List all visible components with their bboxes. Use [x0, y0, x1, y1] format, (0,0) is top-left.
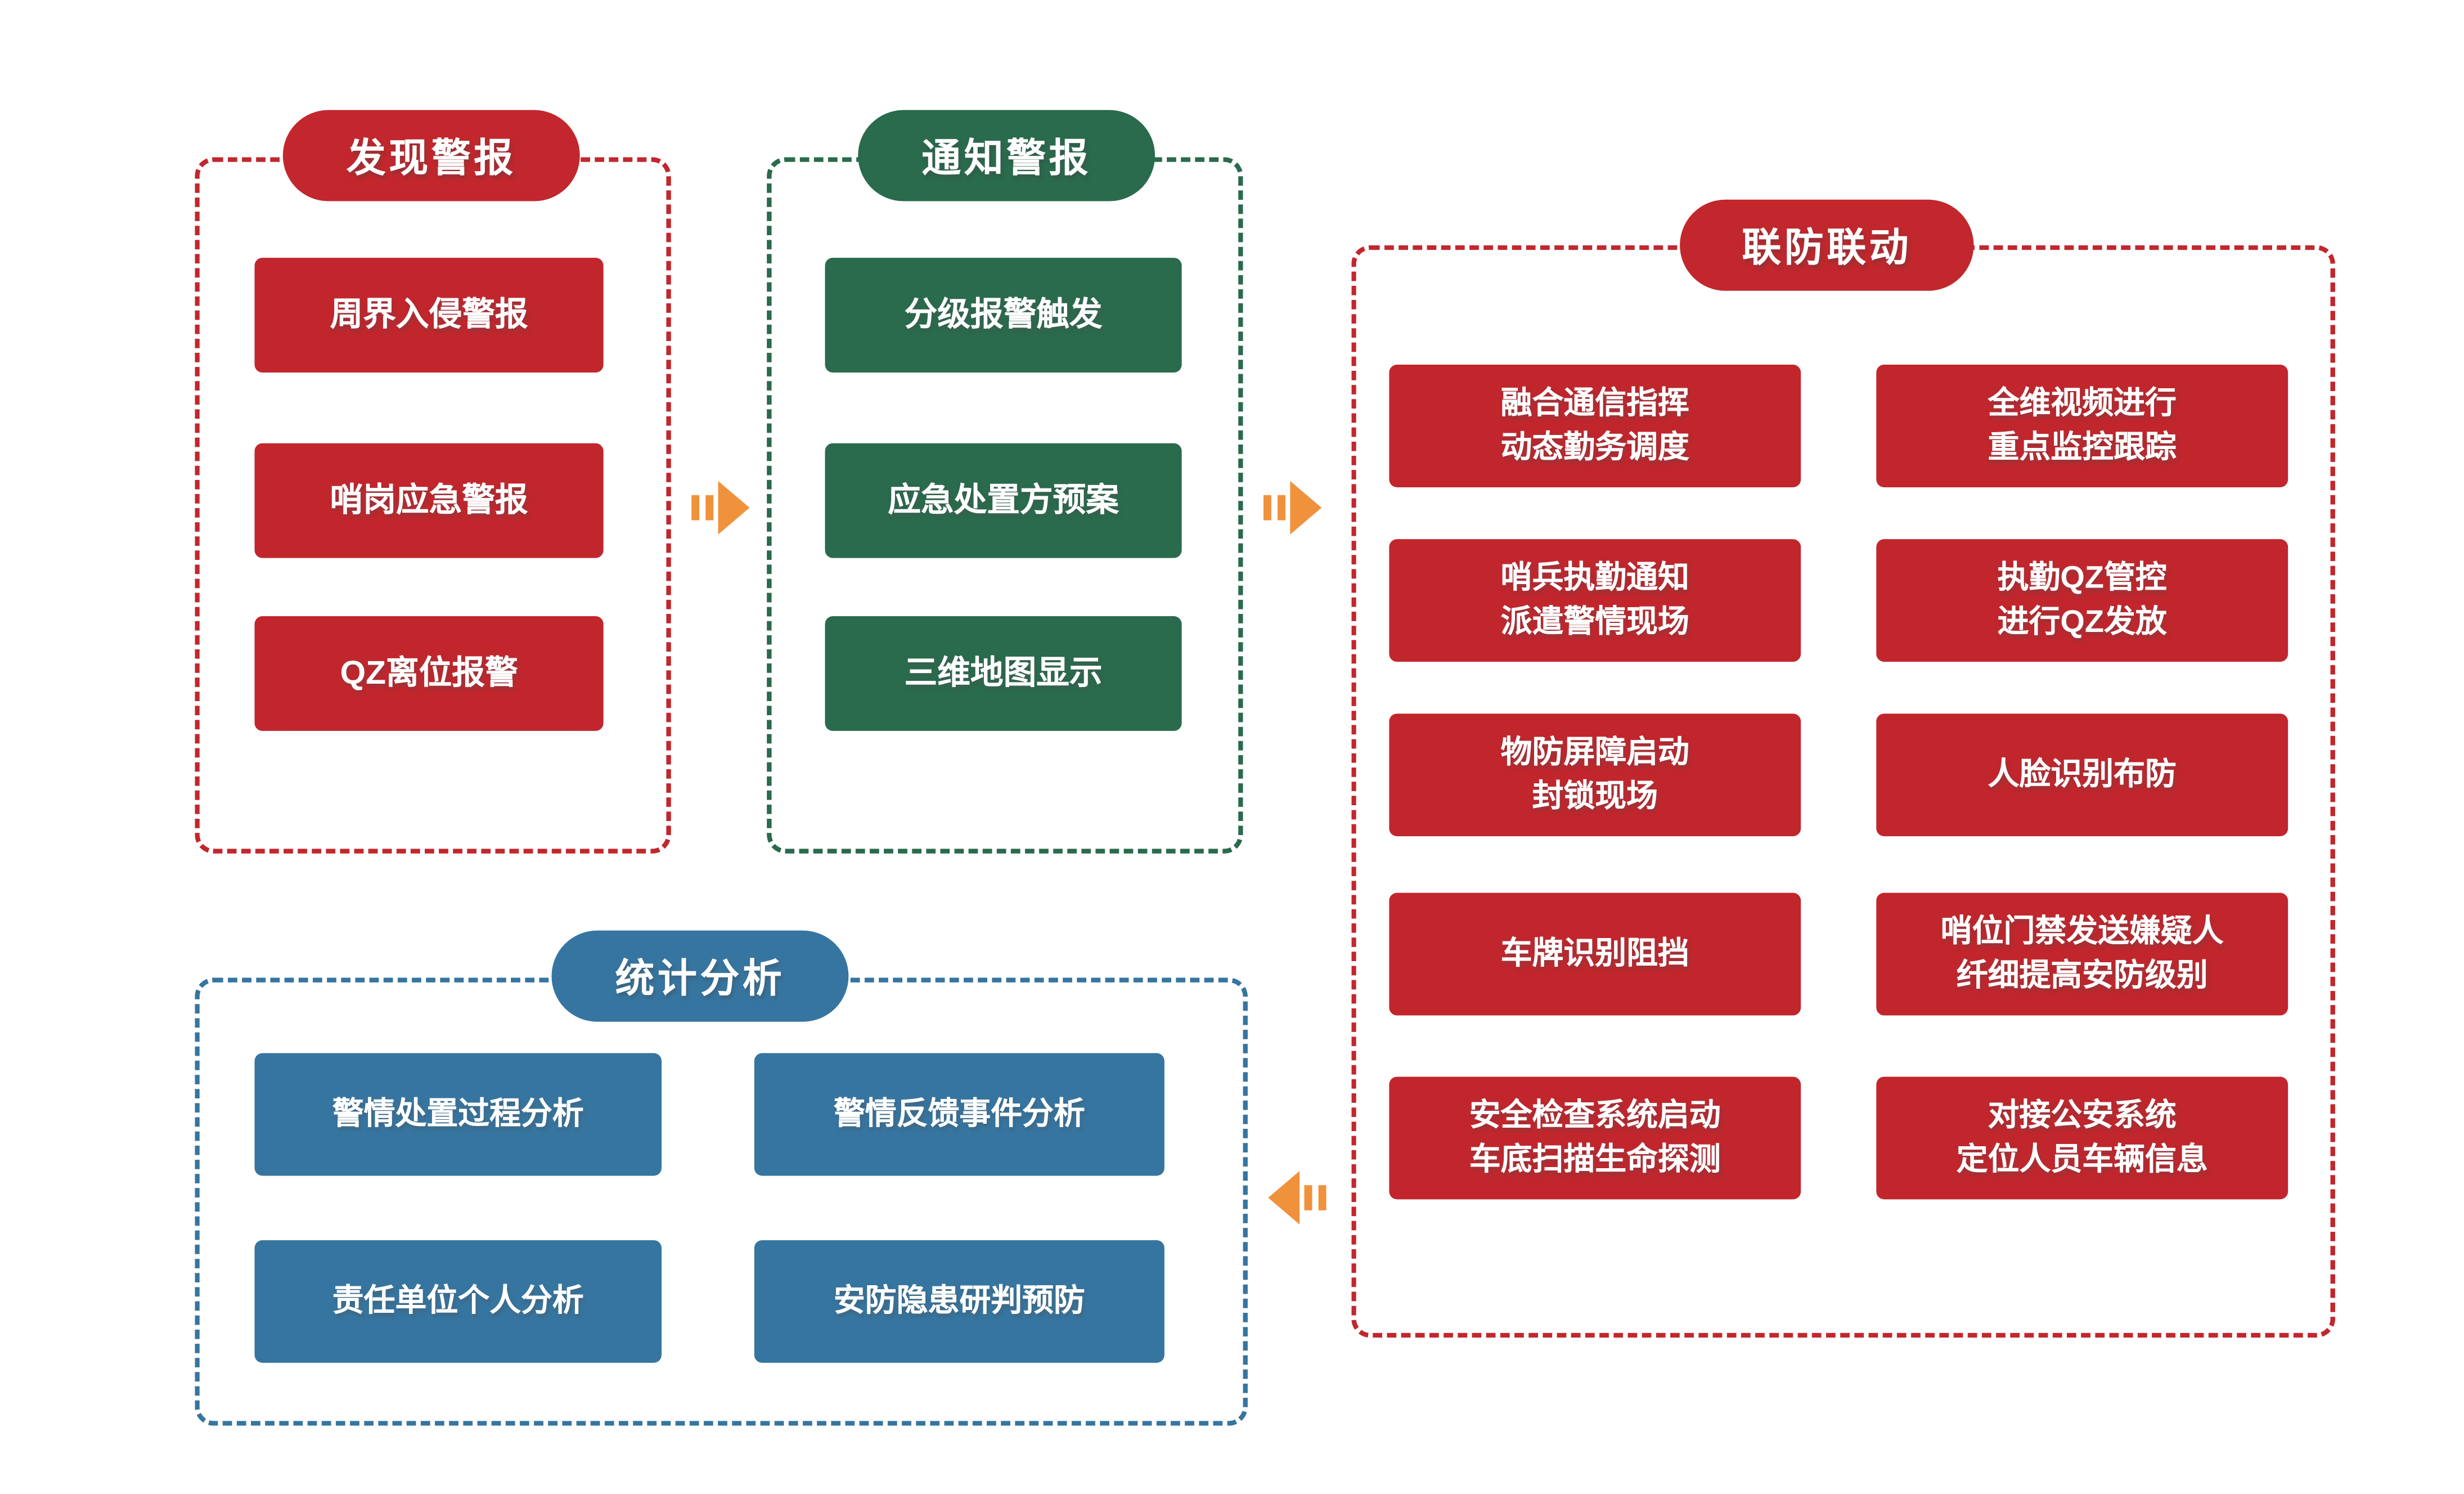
section-title-label: 统计分析 [615, 957, 785, 1002]
node-plate-recognition-block: 车牌识别阻挡 [1389, 892, 1801, 1016]
node-label-line1: 车牌识别阻挡 [1500, 936, 1689, 972]
section-discover-alarm-title: 发现警报 [282, 110, 580, 201]
section-notify-alarm-title: 通知警报 [858, 110, 1155, 201]
node-graded-alarm-trigger: 分级报警触发 [825, 258, 1182, 373]
node-responsible-unit-person-analysis: 责任单位个人分析 [254, 1240, 662, 1363]
node-label: 警情反馈事件分析 [833, 1097, 1085, 1132]
node-video-focus-tracking: 全维视频进行 重点监控跟踪 [1876, 365, 2288, 487]
node-comm-command-dispatch: 融合通信指挥 动态勤务调度 [1389, 365, 1801, 487]
node-label: 三维地图显示 [904, 654, 1103, 691]
node-label-line1: 全维视频进行 [1988, 387, 2177, 421]
node-alarm-feedback-event-analysis: 警情反馈事件分析 [754, 1053, 1164, 1176]
node-security-check-life-scan: 安全检查系统启动 车底扫描生命探测 [1389, 1076, 1801, 1200]
node-label-line1: 融合通信指挥 [1500, 387, 1689, 421]
node-label: 分级报警触发 [904, 296, 1103, 333]
node-label-line2: 封锁现场 [1532, 779, 1658, 814]
node-label: 责任单位个人分析 [332, 1284, 584, 1319]
node-label-line2: 进行QZ发放 [1997, 605, 2167, 640]
node-qz-control-issue: 执勤QZ管控 进行QZ发放 [1876, 539, 2288, 662]
section-statistical-analysis-title: 统计分析 [551, 930, 849, 1022]
node-label: QZ离位报警 [340, 654, 518, 691]
node-label-line1: 对接公安系统 [1988, 1098, 2177, 1134]
node-label: 警情处置过程分析 [332, 1097, 584, 1132]
flow-arrow-left-icon [1268, 1171, 1327, 1225]
node-sentry-duty-notify: 哨兵执勤通知 派遣警情现场 [1389, 539, 1801, 662]
section-title-label: 联防联动 [1742, 226, 1912, 271]
node-security-risk-prediction: 安防隐患研判预防 [754, 1240, 1164, 1363]
node-label: 哨岗应急警报 [330, 482, 528, 518]
node-label-line2: 重点监控跟踪 [1988, 430, 2177, 465]
section-title-label: 通知警报 [921, 137, 1091, 181]
node-emergency-response-plan: 应急处置方预案 [825, 443, 1182, 558]
node-alarm-handling-process-analysis: 警情处置过程分析 [254, 1053, 662, 1176]
node-perimeter-intrusion-alarm: 周界入侵警报 [254, 258, 604, 373]
node-qz-offposition-alarm: QZ离位报警 [254, 616, 604, 731]
node-label-line1: 执勤QZ管控 [1997, 561, 2167, 596]
node-sentry-emergency-alarm: 哨岗应急警报 [254, 443, 604, 558]
node-physical-barrier-lockdown: 物防屏障启动 封锁现场 [1389, 714, 1801, 837]
node-3d-map-display: 三维地图显示 [825, 616, 1182, 731]
node-label-line1: 哨位门禁发送嫌疑人 [1940, 914, 2224, 950]
node-label-line2: 派遣警情现场 [1500, 605, 1689, 640]
node-label-line1: 物防屏障启动 [1500, 735, 1689, 770]
node-label-line1: 哨兵执勤通知 [1500, 561, 1689, 596]
flow-arrow-right-icon [1263, 481, 1322, 535]
node-label-line1: 安全检查系统启动 [1469, 1098, 1721, 1134]
node-label-line1: 人脸识别布防 [1988, 757, 2177, 792]
section-joint-defense-linkage-title: 联防联动 [1680, 199, 1974, 291]
node-face-recognition-deploy: 人脸识别布防 [1876, 714, 2288, 837]
node-label: 周界入侵警报 [330, 296, 528, 333]
node-label-line2: 车底扫描生命探测 [1469, 1142, 1721, 1178]
node-access-control-suspect-alert: 哨位门禁发送嫌疑人 纤细提高安防级别 [1876, 892, 2288, 1016]
node-label-line2: 纤细提高安防级别 [1956, 958, 2208, 994]
node-label: 安防隐患研判预防 [833, 1284, 1085, 1319]
node-police-system-link: 对接公安系统 定位人员车辆信息 [1876, 1076, 2288, 1200]
flow-arrow-right-icon [691, 481, 750, 535]
node-label: 应急处置方预案 [888, 482, 1119, 518]
node-label-line2: 动态勤务调度 [1500, 430, 1689, 465]
section-title-label: 发现警报 [346, 137, 516, 181]
node-label-line2: 定位人员车辆信息 [1956, 1142, 2208, 1178]
